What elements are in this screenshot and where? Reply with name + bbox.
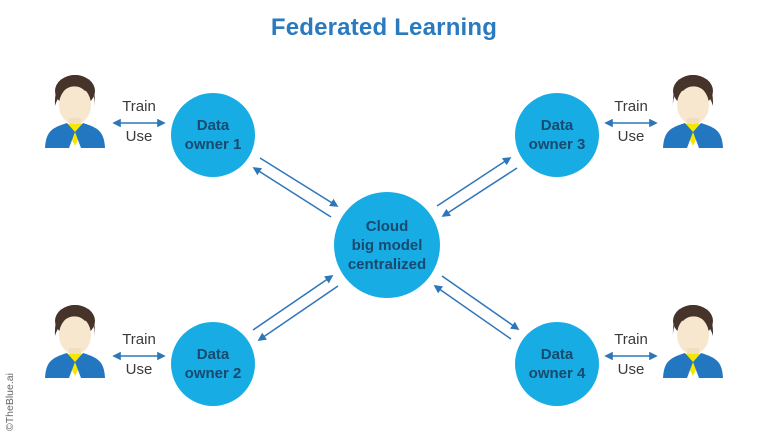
node-label-line: big model bbox=[351, 236, 423, 254]
arrow-owner1-to-cloud bbox=[259, 157, 339, 207]
arrow-cloud-to-owner1 bbox=[252, 167, 332, 218]
use-label-owner-1: Use bbox=[125, 128, 153, 145]
node-label-line: owner 1 bbox=[184, 136, 242, 153]
arrow-owner3-to-cloud bbox=[441, 167, 518, 217]
use-label-owner-2: Use bbox=[125, 361, 153, 378]
diagram-title: Federated Learning bbox=[270, 14, 498, 41]
train-label-owner-4: Train bbox=[614, 331, 648, 348]
arrow-cloud-to-owner3 bbox=[436, 157, 512, 207]
node-label-line: Data bbox=[196, 346, 230, 363]
train-label-owner-2: Train bbox=[122, 331, 156, 348]
use-label-owner-4: Use bbox=[617, 361, 645, 378]
arrow-owner4-to-cloud bbox=[433, 285, 512, 340]
node-cloud-central-model: Cloud big model centralized bbox=[334, 192, 440, 298]
person-icon-owner-3 bbox=[660, 70, 726, 148]
train-label-owner-1: Train bbox=[122, 98, 156, 115]
train-label-owner-3: Train bbox=[614, 98, 648, 115]
arrow-cloud-to-owner2 bbox=[257, 285, 339, 341]
node-data-owner-4: Data owner 4 bbox=[515, 322, 599, 406]
node-label-line: Data bbox=[196, 117, 230, 134]
node-label-line: centralized bbox=[347, 255, 427, 273]
arrow-cloud-to-owner4 bbox=[441, 275, 520, 330]
arrow-owner2-to-cloud bbox=[252, 275, 334, 331]
use-label-owner-3: Use bbox=[617, 128, 645, 145]
person-icon-owner-2 bbox=[42, 300, 108, 378]
node-label-line: owner 2 bbox=[184, 365, 242, 382]
node-label-line: Cloud bbox=[365, 217, 409, 235]
node-label-line: owner 4 bbox=[528, 365, 586, 382]
node-data-owner-1: Data owner 1 bbox=[171, 93, 255, 177]
person-icon-owner-4 bbox=[660, 300, 726, 378]
node-label-line: owner 3 bbox=[528, 136, 586, 153]
node-data-owner-3: Data owner 3 bbox=[515, 93, 599, 177]
person-icon-owner-1 bbox=[42, 70, 108, 148]
node-label-line: Data bbox=[540, 117, 574, 134]
node-label-line: Data bbox=[540, 346, 574, 363]
watermark-theblue-ai: ©TheBlue.ai bbox=[4, 373, 16, 431]
node-data-owner-2: Data owner 2 bbox=[171, 322, 255, 406]
